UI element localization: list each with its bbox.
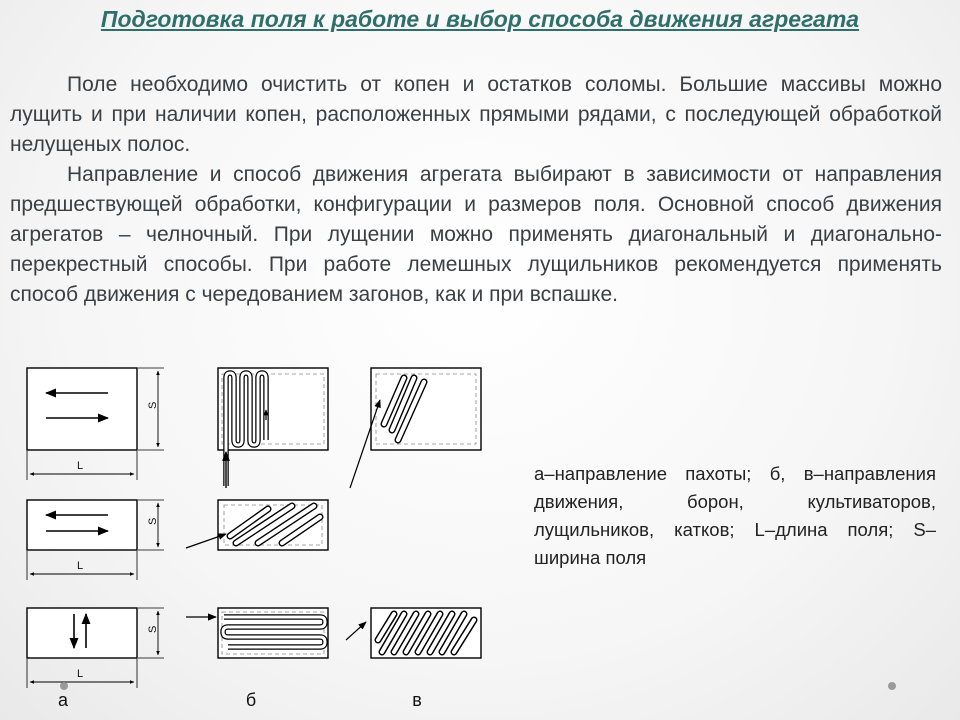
field-a-row2: S L <box>26 499 164 580</box>
column-label-v: в <box>412 690 422 710</box>
dim-l-a3: L <box>77 668 83 680</box>
field-b-row1 <box>217 367 329 488</box>
body-text: Поле необходимо очистить от копен и оста… <box>10 70 942 310</box>
column-label-b: б <box>245 690 257 710</box>
field-a-row3: S L <box>26 607 164 688</box>
slide-title: Подготовка поля к работе и выбор способа… <box>100 6 860 32</box>
field-v-row3 <box>345 607 482 659</box>
dim-s-a1: S <box>147 402 159 409</box>
dim-l-a1: L <box>77 460 83 472</box>
column-label-a: а <box>57 690 68 710</box>
decor-dot-right <box>888 682 896 690</box>
dim-s-a3: S <box>147 626 159 633</box>
field-b-row2 <box>185 499 329 551</box>
paragraph-1: Поле необходимо очистить от копен и оста… <box>10 73 942 156</box>
dim-s-a2: S <box>147 518 159 525</box>
decor-dot-left <box>60 682 68 690</box>
field-v-row1 <box>349 367 482 489</box>
paragraph-2: Направление и способ движения агрегата в… <box>10 163 942 306</box>
field-a-row1: S L <box>26 367 164 480</box>
diagram-legend: а–направление пахоты; б, в–направления д… <box>534 463 936 568</box>
dim-l-a2: L <box>77 560 83 572</box>
field-b-row3 <box>186 607 329 659</box>
